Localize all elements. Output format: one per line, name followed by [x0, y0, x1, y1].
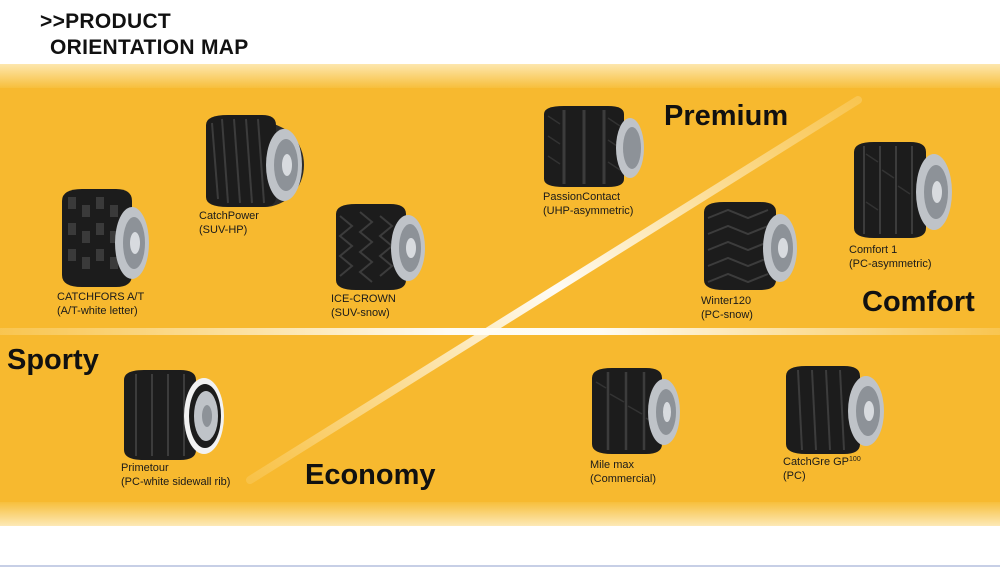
tire-image-comfort1 [848, 140, 958, 240]
product-label-passioncontact: PassionContact (UHP-asymmetric) [543, 190, 633, 218]
product-type: (SUV-snow) [331, 307, 390, 319]
product-type: (SUV-HP) [199, 224, 248, 236]
product-label-ice-crown: ICE-CROWN (SUV-snow) [331, 292, 396, 320]
product-name-superscript: 100 [849, 456, 861, 463]
tire-image-ice-crown [328, 202, 432, 292]
product-label-winter120: Winter120 (PC-snow) [701, 294, 753, 322]
tire-image-passioncontact [538, 104, 648, 189]
product-label-catchfors: CATCHFORS A/T (A/T-white letter) [57, 290, 144, 318]
axis-label-comfort: Comfort [862, 286, 975, 318]
title-line-2: ORIENTATION MAP [50, 36, 249, 59]
tire-image-catchgre-gp100 [780, 364, 890, 456]
axis-label-economy: Economy [305, 459, 436, 491]
product-label-catchgre-gp100: CatchGre GP100 (PC) [783, 455, 861, 483]
axis-label-sporty: Sporty [7, 344, 99, 376]
title-line-1: >>PRODUCT [40, 10, 172, 33]
panel-bottom-band [0, 502, 1000, 526]
axis-label-premium: Premium [664, 100, 789, 132]
product-type: (Commercial) [590, 473, 656, 485]
product-label-primetour: Primetour (PC-white sidewall rib) [121, 461, 230, 489]
product-type: (PC-white sidewall rib) [121, 476, 231, 488]
footer-divider [0, 565, 1000, 567]
product-name: CatchPower [199, 210, 259, 222]
product-name-text: CatchGre GP [783, 456, 850, 468]
product-name: CatchGre GP100 [783, 455, 861, 469]
tire-image-catchpower [198, 113, 308, 208]
product-name: CATCHFORS A/T [57, 291, 145, 303]
tire-image-catchfors [52, 187, 152, 289]
product-label-comfort1: Comfort 1 (PC-asymmetric) [849, 243, 932, 271]
panel-top-band [0, 64, 1000, 88]
tire-image-winter120 [698, 200, 804, 292]
product-name: Mile max [590, 459, 635, 471]
product-type: (PC-snow) [701, 309, 753, 321]
product-label-mile-max: Mile max (Commercial) [590, 458, 656, 486]
product-type: (PC) [783, 470, 806, 482]
product-name: Winter120 [701, 295, 752, 307]
product-type: (A/T-white letter) [57, 305, 138, 317]
diagonal-axis [246, 96, 862, 484]
product-label-catchpower: CatchPower (SUV-HP) [199, 209, 259, 237]
tire-image-primetour [118, 368, 228, 462]
product-type: (PC-asymmetric) [849, 258, 932, 270]
product-type: (UHP-asymmetric) [543, 205, 634, 217]
product-name: ICE-CROWN [331, 293, 396, 305]
product-name: Primetour [121, 462, 169, 474]
page-title: >>PRODUCT ORIENTATION MAP [40, 9, 249, 61]
product-name: Comfort 1 [849, 244, 898, 256]
horizontal-axis [0, 328, 1000, 335]
tire-image-mile-max [586, 366, 688, 456]
product-name: PassionContact [543, 191, 621, 203]
